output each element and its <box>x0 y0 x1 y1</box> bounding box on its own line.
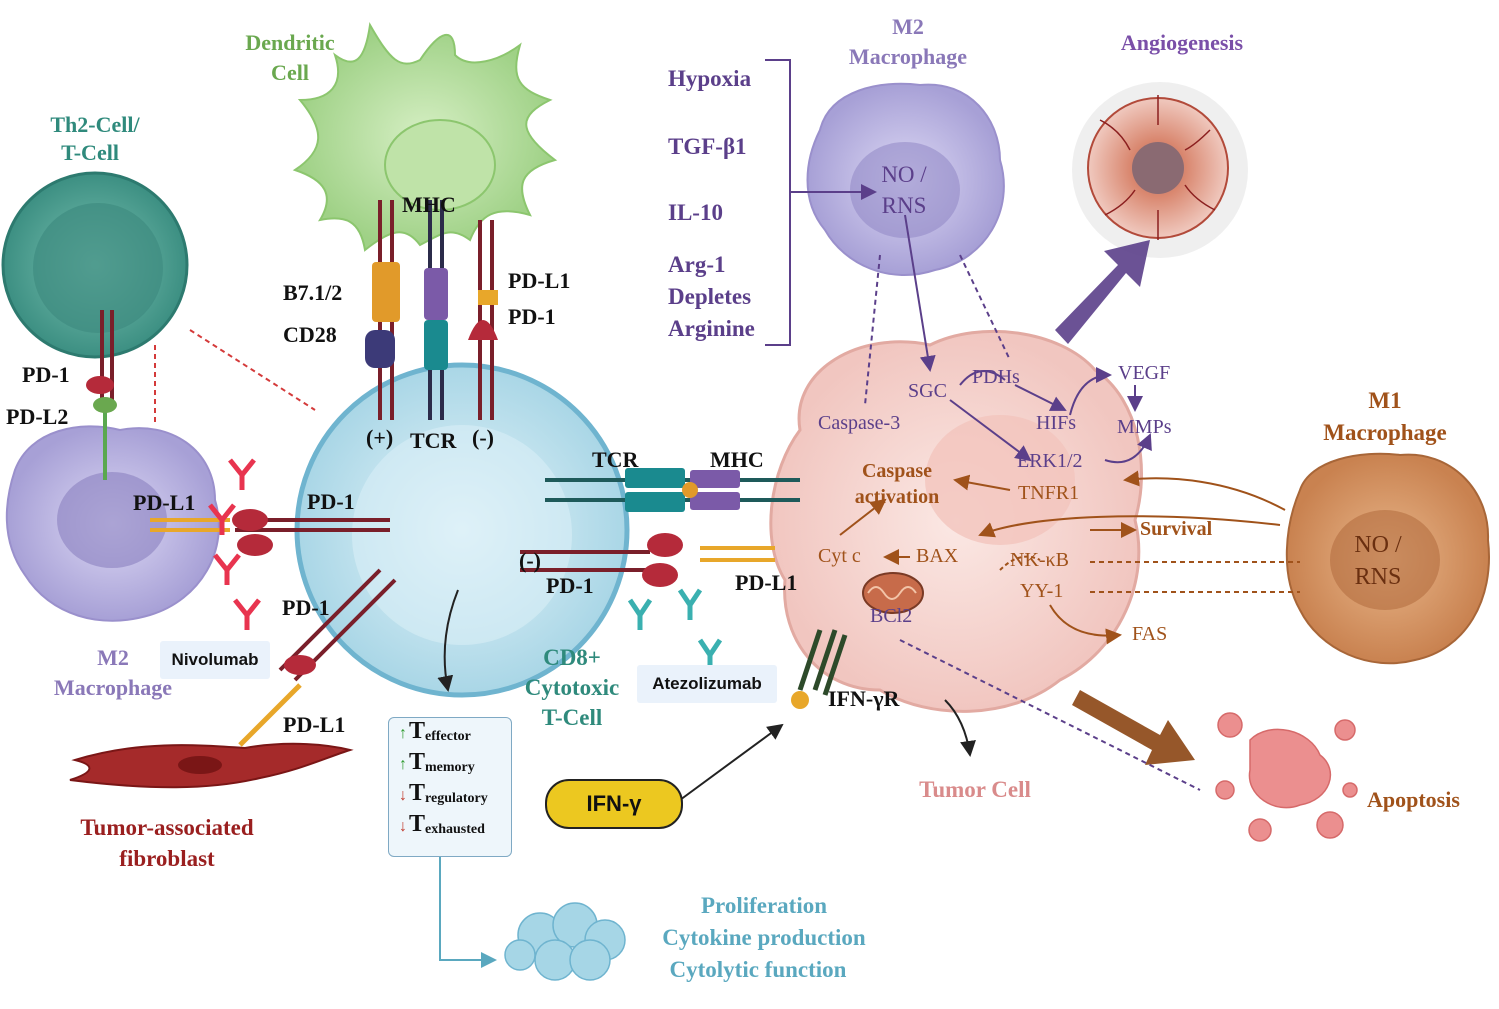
t-cell-label: T-Cell <box>61 140 119 165</box>
m2-left-macrophage-label: Macrophage <box>53 675 173 700</box>
tgf-label: TGF-β1 <box>668 134 747 159</box>
depletes-label: Depletes <box>668 284 752 309</box>
fas-label: FAS <box>1132 623 1168 645</box>
m2-left-label: M2 <box>97 645 129 670</box>
atezolizumab-antibodies-icon <box>627 588 723 670</box>
nivolumab-antibodies-icon <box>208 458 261 630</box>
th2-cell-label: Th2-Cell/ <box>50 112 140 137</box>
m1-no-label: NO / <box>1354 532 1402 558</box>
caspase-activation-label-2: activation <box>854 486 940 508</box>
apoptosis-label: Apoptosis <box>1367 787 1460 812</box>
atezolizumab-label: Atezolizumab <box>637 665 777 703</box>
mmps-label: MMPs <box>1117 416 1172 438</box>
pd1-left-label: PD-1 <box>22 362 70 387</box>
bax-label: BAX <box>916 545 959 567</box>
pdl1-top-label: PD-L1 <box>508 268 571 293</box>
m1-label: M1 <box>1368 388 1402 413</box>
m2-top-label: M2 <box>892 14 924 39</box>
caspase3-label: Caspase-3 <box>818 412 901 434</box>
angiogenesis-label: Angiogenesis <box>1120 30 1244 55</box>
m2-rns-label: RNS <box>881 193 927 218</box>
hifs-label: HIFs <box>1036 412 1077 434</box>
m1-rns-label: RNS <box>1354 564 1402 590</box>
tumor-cell-shape <box>769 329 1144 713</box>
cytokine-label: Cytokine production <box>662 925 866 950</box>
angiogenesis-arrow <box>1055 240 1150 344</box>
nfkb-label: NK-κB <box>1010 549 1069 571</box>
dendritic-label: Dendritic <box>245 30 335 55</box>
pdl1-right-label: PD-L1 <box>735 570 798 595</box>
pd1-right-label: PD-1 <box>546 573 594 598</box>
cytc-label: Cyt c <box>818 545 861 567</box>
ifngr-label: IFN-γR <box>828 686 900 711</box>
cytolytic-label: Cytolytic function <box>669 957 847 982</box>
m2-no-label: NO / <box>881 162 927 187</box>
apoptosis-arrow <box>1072 690 1195 765</box>
dendritic-cell-shape <box>292 21 558 252</box>
hypoxia-label: Hypoxia <box>668 66 752 91</box>
tnfr1-label: TNFR1 <box>1018 482 1080 504</box>
vegf-label: VEGF <box>1118 362 1171 384</box>
m2-macrophage-left-shape <box>5 425 220 622</box>
sgc-label: SGC <box>908 380 947 402</box>
ifng-badge: IFN-γ <box>545 779 683 829</box>
pd1-lower-label: PD-1 <box>282 595 330 620</box>
cd8-label-3: T-Cell <box>541 705 603 730</box>
angiogenesis-tumor-icon <box>1072 82 1248 258</box>
caspase-activation-label-1: Caspase <box>861 460 933 482</box>
proliferation-cluster-icon <box>504 902 626 981</box>
apoptosis-fragments-icon <box>1215 712 1358 842</box>
receptor-blocks <box>86 262 775 747</box>
m2-macrophage-top-shape <box>806 82 1005 276</box>
cd8-label-1: CD8+ <box>543 645 601 670</box>
plus-label: (+) <box>366 425 394 450</box>
fibroblast-label-2: fibroblast <box>119 846 215 871</box>
nivolumab-label: Nivolumab <box>160 641 270 679</box>
proliferation-label: Proliferation <box>700 893 828 918</box>
erk-label: ERK1/2 <box>1017 450 1083 472</box>
tcr-top-label: TCR <box>410 428 457 453</box>
tumor-cell-label: Tumor Cell <box>919 777 1031 802</box>
tcr-right-label: TCR <box>592 447 639 472</box>
yy1-label: YY-1 <box>1020 580 1064 602</box>
mhc-top-label: MHC <box>402 192 456 217</box>
inhibition-lines <box>154 329 316 425</box>
pdl1-m2-label: PD-L1 <box>133 490 196 515</box>
il10-label: IL-10 <box>668 200 723 225</box>
pdhs-label: PDHs <box>972 366 1020 388</box>
factors-bracket <box>765 59 791 346</box>
dendritic-cell-label: Cell <box>271 60 309 85</box>
m2-top-macrophage-label: Macrophage <box>848 44 968 69</box>
m1-macrophage-label: Macrophage <box>1323 420 1447 445</box>
cd28-label: CD28 <box>283 322 337 347</box>
bcl2-label: BCl2 <box>870 605 913 627</box>
pdl1-fibroblast-label: PD-L1 <box>283 712 346 737</box>
pdl2-label: PD-L2 <box>6 404 69 429</box>
cd8-tcell-shape <box>294 362 630 698</box>
b7-label: B7.1/2 <box>283 280 343 305</box>
m1-macrophage-shape <box>1285 452 1490 665</box>
arg1-label: Arg-1 <box>668 252 726 277</box>
cd8-label-2: Cytotoxic <box>524 675 620 700</box>
mhc-right-label: MHC <box>710 447 764 472</box>
arginine-label: Arginine <box>668 316 755 341</box>
ifngr-receptor-icon <box>791 629 848 709</box>
survival-label: Survival <box>1140 518 1213 540</box>
fibroblast-label-1: Tumor-associated <box>80 815 254 840</box>
th2-cell-shape <box>1 171 189 359</box>
minus-right-label: (-) <box>519 548 541 573</box>
pd1-mid-label: PD-1 <box>307 489 355 514</box>
pd1-top-label: PD-1 <box>508 304 556 329</box>
minus-top-label: (-) <box>472 425 494 450</box>
